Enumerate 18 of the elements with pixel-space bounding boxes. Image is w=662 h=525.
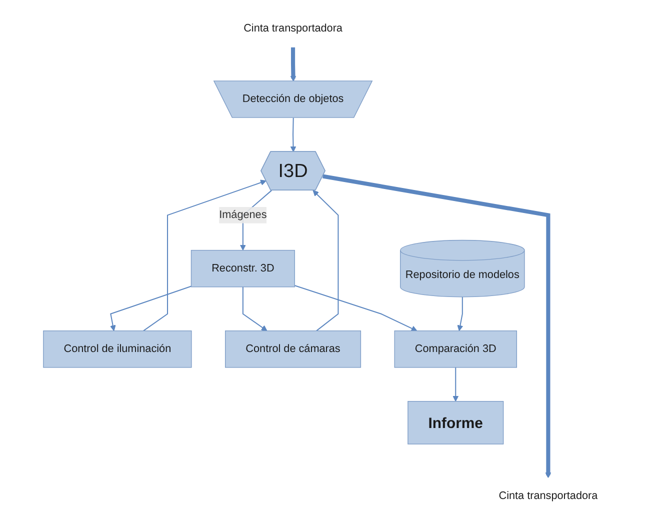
arrow [290,118,297,152]
node-text: Cinta transportadora [499,490,598,502]
node-box: Reconstr. 3D [191,250,296,288]
arrow [452,367,459,402]
edge-label: Imágenes [219,209,268,221]
node-box: Informe [408,401,504,444]
arrow [458,296,464,332]
arrow [242,286,268,332]
arrow [313,190,339,332]
arrow [294,285,418,332]
node-box: Control de iluminación [43,330,192,368]
arrow [143,180,267,332]
node-box: Control de cámaras [225,330,362,368]
arrow [290,47,297,82]
arrow [110,286,192,332]
node-box: Comparación 3D [394,330,518,368]
arrow [322,174,552,478]
node-text: Cinta transportadora [244,22,343,34]
